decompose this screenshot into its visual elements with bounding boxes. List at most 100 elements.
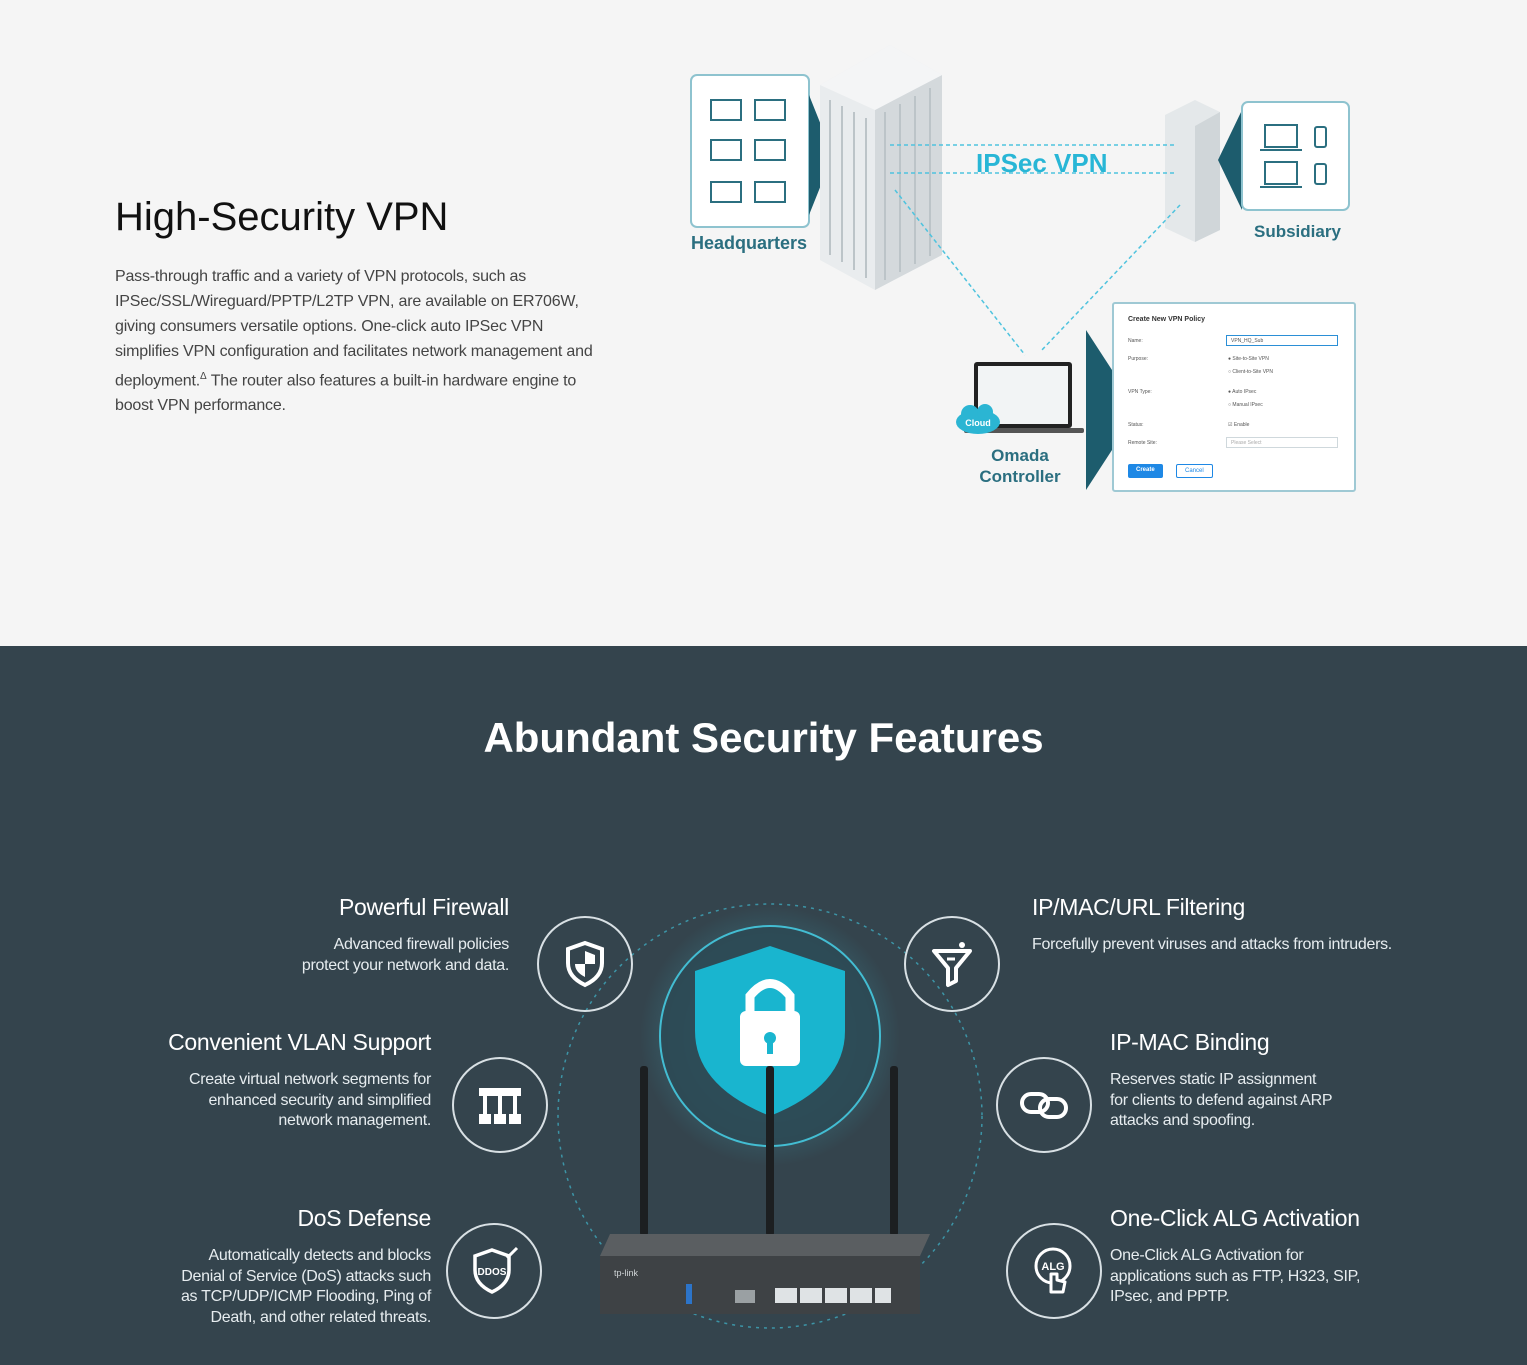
padlock-icon: [740, 1011, 800, 1066]
router-ports: [775, 1288, 891, 1303]
vpn-type-label: VPN Type:: [1128, 389, 1152, 395]
feature-ip-mac-binding: IP-MAC Binding Reserves static IP assign…: [1110, 1029, 1410, 1132]
vpn-desc-footnote: Δ: [199, 371, 207, 382]
subsidiary-arrow: [1218, 110, 1242, 210]
type-manual-radio[interactable]: ○ Manual IPsec: [1228, 402, 1263, 408]
vlan-title: Convenient VLAN Support: [168, 1029, 431, 1055]
chain-link-icon: [1020, 1092, 1068, 1119]
firewall-icon-circle: [537, 916, 633, 1012]
router-top: [600, 1234, 930, 1256]
headquarters-label: Headquarters: [691, 233, 808, 253]
cancel-button[interactable]: Cancel: [1176, 464, 1213, 478]
firewall-line2: protect your network and data.: [301, 956, 509, 974]
alg-line1: One-Click ALG Activation for: [1110, 1247, 1304, 1264]
card-arrow: [1086, 330, 1112, 490]
feature-firewall: Powerful Firewall Advanced firewall poli…: [149, 894, 509, 976]
binding-icon-circle: [996, 1057, 1092, 1153]
vpn-desc-part2: The router also features a built-in hard…: [115, 372, 577, 415]
dos-line4: Death, and other related threats.: [210, 1308, 432, 1326]
vlan-line3: network management.: [278, 1112, 431, 1129]
alg-line2: applications such as FTP, H323, SIP,: [1110, 1267, 1361, 1285]
binding-line1: Reserves static IP assignment: [1110, 1071, 1317, 1088]
vlan-line1: Create virtual network segments for: [188, 1071, 431, 1088]
subsidiary-label: Subsidiary: [1254, 222, 1341, 241]
create-button[interactable]: Create: [1128, 464, 1163, 478]
firewall-desc: Advanced firewall policies protect your n…: [149, 935, 509, 976]
vpn-description: Pass-through traffic and a variety of VP…: [115, 264, 595, 418]
feature-dos-defense: DoS Defense Automatically detects and bl…: [71, 1205, 431, 1328]
filter-funnel-icon: [932, 942, 972, 987]
center-shield-icon: [695, 946, 845, 1116]
omada-line1: Omada: [991, 446, 1049, 465]
antenna-left: [640, 1066, 648, 1236]
type-auto-label: Auto IPsec: [1232, 389, 1257, 395]
cloud-label: Cloud: [965, 418, 991, 428]
firewall-title: Powerful Firewall: [338, 894, 509, 920]
hq-building-windows: [829, 88, 931, 280]
hq-device-box: [690, 74, 810, 228]
type-manual-label: Manual IPsec: [1232, 402, 1263, 408]
purpose-label: Purpose:: [1128, 356, 1149, 362]
binding-desc: Reserves static IP assignment for clients…: [1110, 1070, 1410, 1132]
router-body: [600, 1256, 920, 1314]
filtering-title: IP/MAC/URL Filtering: [1032, 894, 1245, 920]
vpn-tunnel-lines: [890, 144, 1181, 356]
type-auto-radio[interactable]: ● Auto IPsec: [1228, 389, 1257, 395]
alg-title: One-Click ALG Activation: [1110, 1205, 1360, 1231]
feature-vlan: Convenient VLAN Support Create virtual n…: [71, 1029, 431, 1132]
filtering-icon-circle: [904, 916, 1000, 1012]
binding-line3: attacks and spoofing.: [1110, 1112, 1255, 1129]
ddos-label: DDOS: [478, 1267, 507, 1278]
subsidiary-device-box: [1241, 101, 1350, 211]
dos-line1: Automatically detects and blocks: [208, 1247, 431, 1264]
alg-line3: IPsec, and PPTP.: [1110, 1288, 1230, 1305]
policy-form-title: Create New VPN Policy: [1128, 316, 1206, 323]
security-title: Abundant Security Features: [483, 714, 1044, 761]
status-checkbox[interactable]: ☑ Enable: [1228, 422, 1250, 428]
remote-site-label: Remote Site:: [1128, 440, 1157, 446]
name-input[interactable]: VPN_HQ_Sub: [1226, 335, 1338, 346]
vpn-diagram: Cloud Headquarters Subsidiary IPSec VPN …: [660, 30, 1380, 510]
vpn-section: High-Security VPN Pass-through traffic a…: [0, 0, 1527, 646]
dos-icon-circle: DDOS: [446, 1223, 542, 1319]
purpose-client-label: Client-to-Site VPN: [1232, 369, 1273, 375]
ddos-shield-icon: DDOS: [473, 1246, 519, 1294]
remote-site-select[interactable]: Please Select: [1226, 437, 1338, 448]
dos-line2: Denial of Service (DoS) attacks such: [181, 1267, 431, 1285]
vlan-network-icon: [479, 1088, 521, 1124]
subsidiary-laptops-icon: [1260, 124, 1327, 188]
vpn-desc-part1: Pass-through traffic and a variety of VP…: [115, 268, 593, 390]
alg-click-icon: ALG: [1034, 1247, 1072, 1294]
purpose-site-radio[interactable]: ● Site-to-Site VPN: [1228, 356, 1269, 362]
feature-alg-activation: One-Click ALG Activation One-Click ALG A…: [1110, 1205, 1430, 1308]
vpn-title: High-Security VPN: [115, 195, 449, 239]
firewall-shield-icon: [566, 940, 604, 988]
vlan-line2: enhanced security and simplified: [208, 1091, 431, 1109]
omada-controller-label: Omada Controller: [965, 445, 1075, 487]
shield-bubble: [659, 925, 881, 1147]
dos-title: DoS Defense: [297, 1205, 432, 1231]
alg-label: ALG: [1041, 1261, 1064, 1273]
alg-desc: One-Click ALG Activation for applications…: [1110, 1246, 1430, 1308]
purpose-client-radio[interactable]: ○ Client-to-Site VPN: [1228, 369, 1273, 375]
binding-title: IP-MAC Binding: [1110, 1029, 1270, 1055]
purpose-site-label: Site-to-Site VPN: [1232, 356, 1269, 362]
antenna-center: [766, 1066, 774, 1236]
ipsec-vpn-label: IPSec VPN: [976, 148, 1108, 178]
hq-monitors-icon: [710, 99, 786, 203]
feature-filtering: IP/MAC/URL Filtering Forcefully prevent …: [1032, 894, 1452, 956]
firewall-line1: Advanced firewall policies: [333, 936, 510, 953]
status-value: Enable: [1233, 422, 1250, 428]
vpn-diagram-art: Cloud: [690, 45, 1350, 490]
laptop-icon: [964, 362, 1084, 433]
binding-line2: for clients to defend against ARP: [1110, 1091, 1333, 1109]
dos-line3: as TCP/UDP/ICMP Flooding, Ping of: [180, 1288, 431, 1305]
vlan-icon-circle: [452, 1057, 548, 1153]
status-label: Status:: [1128, 422, 1144, 428]
filtering-desc: Forcefully prevent viruses and attacks f…: [1032, 936, 1392, 953]
vlan-desc: Create virtual network segments for enhan…: [71, 1070, 431, 1132]
alg-icon-circle: ALG: [1006, 1223, 1102, 1319]
vpn-policy-form: Create New VPN Policy Name: VPN_HQ_Sub P…: [1112, 302, 1356, 492]
omada-line2: Controller: [979, 467, 1061, 486]
